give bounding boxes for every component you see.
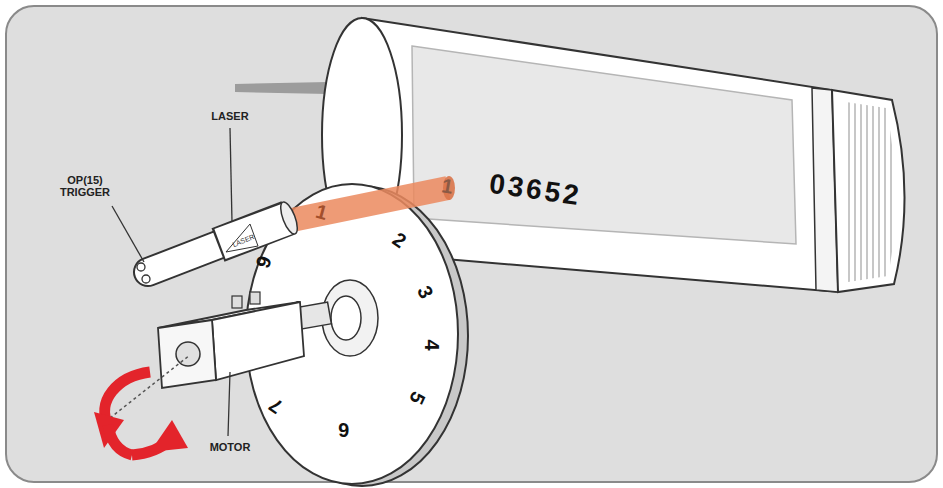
disc-digit: 6 [338, 419, 349, 441]
device-marking: LASER [231, 233, 255, 249]
part-label: OP(15) TRIGGER [54, 174, 116, 198]
disc-digit: 2 [389, 228, 411, 252]
disc-digit: 1 [314, 200, 330, 224]
part-label: MOTOR [210, 441, 251, 453]
disc-digit: 5 [406, 388, 431, 407]
rotation-arrow [94, 372, 188, 455]
projected-digit: 1 [441, 174, 456, 198]
display-window [412, 46, 796, 244]
disc-digit: 9 [252, 253, 276, 271]
knurled-cap [832, 90, 905, 292]
frame [6, 6, 937, 482]
motor [110, 292, 331, 418]
disc-digit: 3 [414, 282, 439, 301]
laser-device [137, 200, 301, 283]
disc-digit: 7 [265, 394, 287, 418]
counter-reading: 03652 [487, 168, 583, 211]
leader-lines [112, 128, 232, 436]
disc-digit: 4 [421, 339, 443, 350]
part-label: LASER [211, 110, 248, 122]
